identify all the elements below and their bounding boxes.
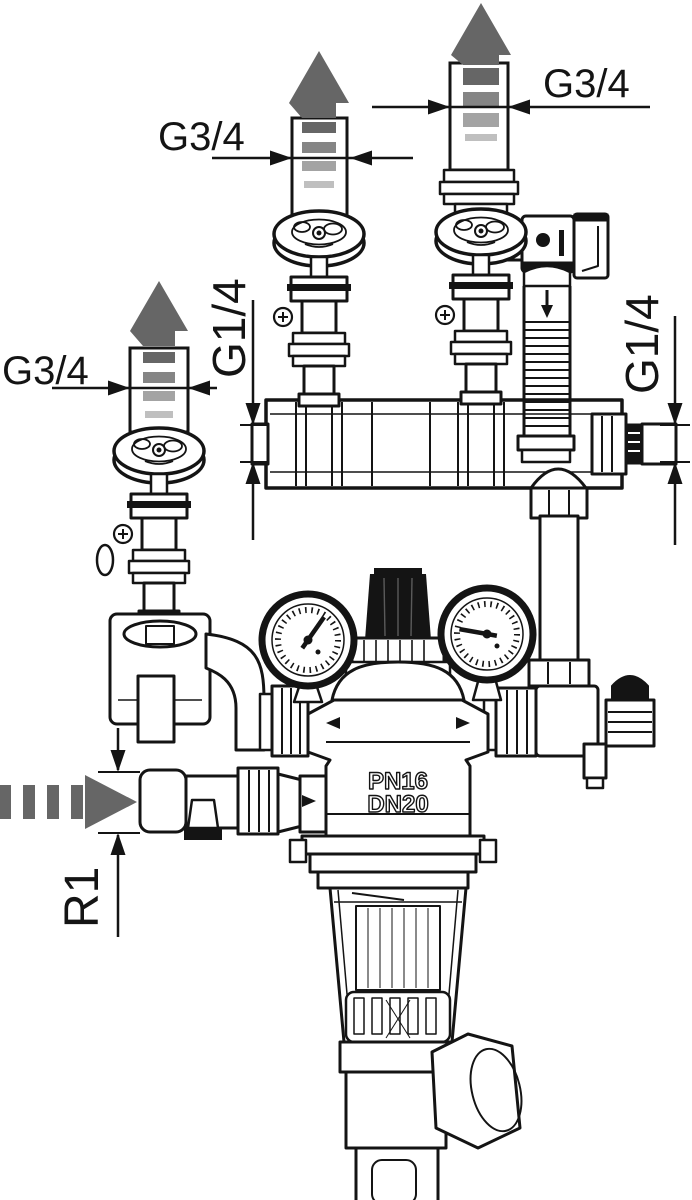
manifold-port-right: [640, 422, 678, 466]
drain-spout: [582, 742, 608, 780]
label-outlet-center: G3/4: [158, 115, 245, 159]
spring-dome: [330, 660, 466, 702]
manifold-plug: [625, 423, 643, 465]
right-down-pipe: [527, 467, 656, 790]
manifold-port-left: [250, 422, 270, 466]
flow-arrow-outlet-left: [130, 281, 188, 418]
label-outlet-right: G3/4: [543, 62, 630, 106]
pressure-gauge-right: [437, 584, 537, 702]
filter-section: [328, 886, 523, 1200]
shutoff-valve-left: [112, 426, 206, 625]
elbow-pipe: [204, 632, 266, 752]
manifold-hex-right: [590, 412, 628, 476]
dimension-outlet-right: G3/4: [372, 62, 650, 115]
bottom-pipe: [354, 1146, 440, 1200]
dim-arrowhead-icon: [110, 750, 126, 772]
brand-mark: [536, 233, 550, 247]
label-gauge-port-left: G1/4: [203, 278, 255, 378]
left-branch: [95, 543, 310, 758]
dimension-outlet-left: G3/4: [2, 349, 217, 396]
distribution-manifold: [250, 398, 678, 490]
label-outlet-left: G3/4: [2, 349, 89, 393]
outlet-spout: [430, 1032, 522, 1150]
dim-arrowhead-icon: [508, 99, 530, 115]
dim-arrowhead-icon: [270, 150, 292, 166]
dimensions: G3/4 G3/4 G3/4 G1/4: [2, 62, 690, 937]
flow-mark-inlet-icon: [302, 795, 316, 807]
body-marking-dn: DN20: [367, 791, 428, 818]
label-gauge-port-right: G1/4: [616, 294, 668, 394]
flow-arrow-inlet: [0, 775, 137, 829]
dimension-outlet-center: G3/4: [158, 115, 413, 166]
dimension-inlet: R1: [56, 728, 140, 937]
filter-cartridge: [355, 905, 441, 991]
flow-arrow-outlet-right: [451, 3, 511, 141]
valve-cartridge: [136, 674, 176, 744]
dim-arrowhead-icon: [188, 380, 210, 396]
dim-arrowhead-icon: [667, 403, 683, 425]
dimension-gauge-port-right: G1/4: [616, 294, 690, 545]
body-marking-pn: PN16: [368, 768, 428, 795]
dimension-gauge-port-left: G1/4: [203, 278, 268, 540]
gauge-dial-ticks: [454, 601, 520, 667]
label-inlet: R1: [56, 867, 109, 928]
inlet-line: [138, 766, 330, 840]
flow-arrows: [0, 3, 511, 829]
filter-flange: [300, 834, 486, 856]
vacuum-breaker-hose: [504, 212, 610, 464]
seal-loop: [95, 543, 115, 577]
inlet-socket: [138, 768, 188, 834]
gauge-dial-ticks: [275, 607, 341, 673]
dim-arrowhead-icon: [245, 403, 261, 425]
spring-collar: [350, 636, 446, 666]
shutoff-valve-right: [434, 207, 528, 406]
lower-housing: [344, 1070, 448, 1150]
pressure-gauge-left: [258, 590, 358, 704]
dim-arrowhead-icon: [108, 380, 130, 396]
down-arrow-mark: [541, 305, 553, 318]
dim-arrowhead-icon: [350, 150, 372, 166]
bowl-ring: [316, 870, 470, 890]
flow-arrow-outlet-center: [289, 51, 349, 188]
dim-arrowhead-icon: [428, 99, 450, 115]
flow-mark-left-icon: [326, 717, 340, 729]
shutoff-valve-center: [272, 209, 366, 408]
assembly: PN16 DN20: [95, 168, 678, 1200]
flow-mark-right-icon: [456, 717, 470, 729]
test-port: [186, 798, 220, 830]
drain-valve-handle: [611, 675, 649, 701]
